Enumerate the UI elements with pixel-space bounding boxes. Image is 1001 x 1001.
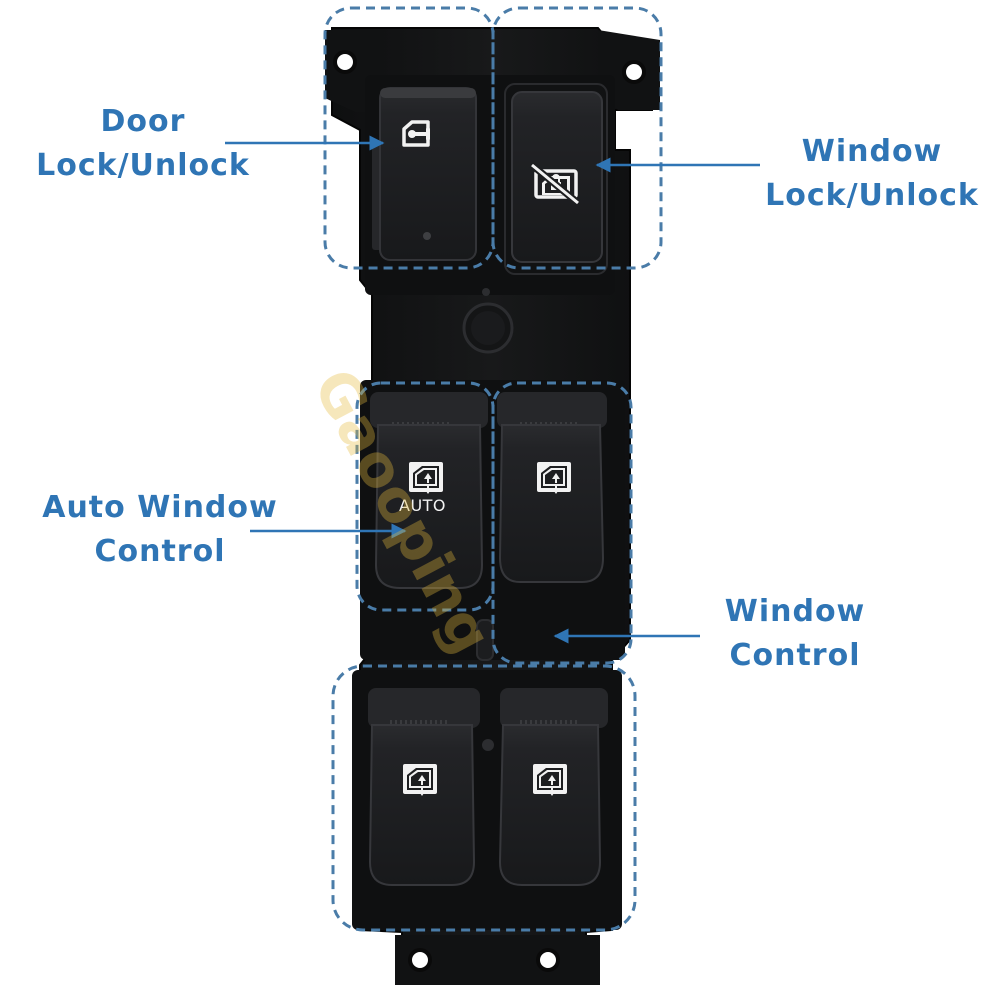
- door-key-icon: [402, 120, 430, 147]
- window-lock-label: Window Lock/Unlock: [752, 130, 992, 218]
- door-lock-switch[interactable]: [372, 87, 477, 261]
- window-up-down-icon: [533, 764, 567, 796]
- window-lock-label-line2: Lock/Unlock: [765, 178, 979, 213]
- rear-windows-outline: [331, 664, 637, 932]
- door-lock-label: Door Lock/Unlock: [28, 100, 258, 188]
- auto-switch-text: AUTO: [399, 496, 447, 515]
- window-switch-rear-right[interactable]: [498, 688, 608, 886]
- auto-window-label-line1: Auto Window: [42, 490, 278, 525]
- auto-window-switch[interactable]: [370, 392, 488, 589]
- auto-window-label: Auto Window Control: [30, 486, 290, 574]
- window-up-down-icon: [409, 462, 443, 494]
- window-up-down-icon: [403, 764, 437, 796]
- window-control-outline: [491, 381, 633, 665]
- window-control-label-line2: Control: [729, 638, 861, 673]
- door-lock-label-line2: Lock/Unlock: [36, 148, 250, 183]
- window-lock-outline: [491, 6, 663, 270]
- door-lock-label-line1: Door: [100, 104, 186, 139]
- window-lock-switch[interactable]: [504, 83, 608, 275]
- highlight-outlines: [323, 6, 663, 932]
- window-control-label-line1: Window: [724, 594, 866, 629]
- window-switch-front-right[interactable]: [497, 392, 607, 583]
- window-switch-rear-left[interactable]: [368, 688, 480, 886]
- window-lock-crossed-icon: [529, 162, 581, 206]
- callout-arrows: [225, 135, 760, 644]
- window-control-label: Window Control: [700, 590, 890, 678]
- window-lock-label-line1: Window: [801, 134, 943, 169]
- window-up-down-icon: [537, 462, 571, 494]
- auto-window-label-line2: Control: [94, 534, 226, 569]
